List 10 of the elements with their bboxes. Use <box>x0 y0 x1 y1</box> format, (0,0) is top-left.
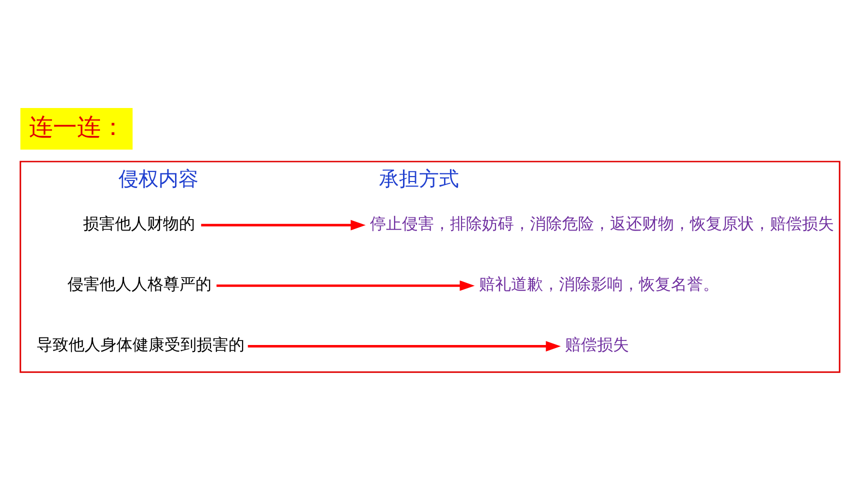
node-text: 损害他人财物的 <box>82 214 195 233</box>
arrow <box>201 220 366 230</box>
node-text: 赔偿损失 <box>565 335 630 354</box>
arrow <box>216 280 475 291</box>
node-text: 导致他人身体健康受到损害的 <box>36 335 244 354</box>
diagram-title: 连一连： <box>28 112 125 141</box>
node-text: 赔礼道歉，消除影响，恢复名誉。 <box>479 274 720 294</box>
node-text: 侵害他人人格尊严的 <box>68 274 212 294</box>
arrow <box>248 341 561 352</box>
node-text: 停止侵害，排除妨碍，消除危险，返还财物，恢复原状，赔偿损失 <box>370 214 834 233</box>
